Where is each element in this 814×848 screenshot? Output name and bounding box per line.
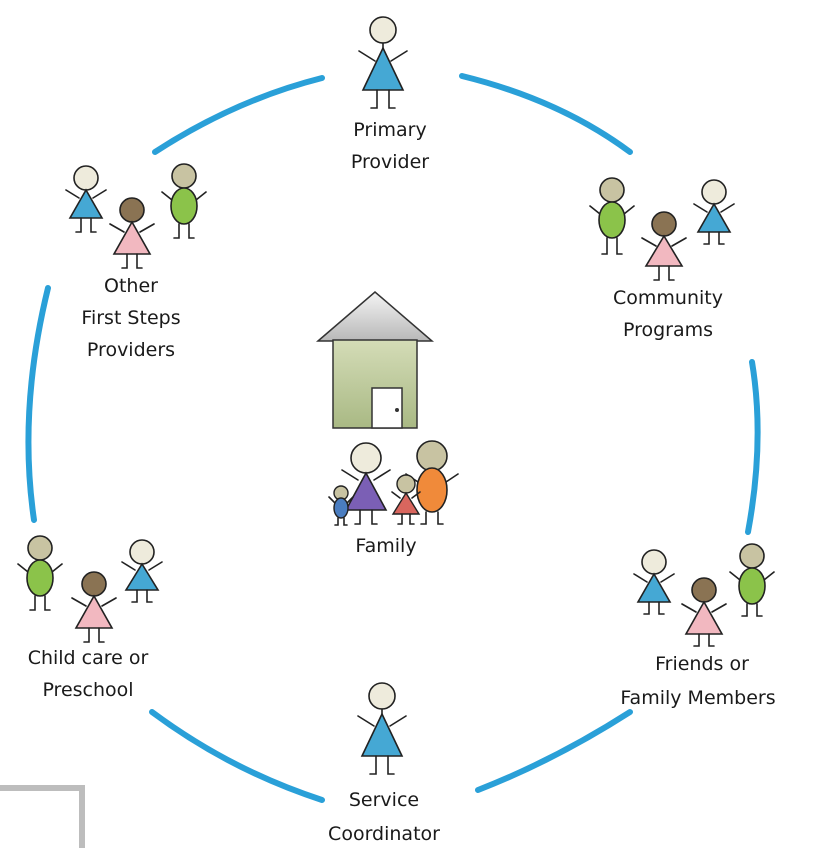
childcare-preschool-node: Child care or Preschool [17,535,163,701]
person-figure-icon [633,549,675,615]
other-providers-label-2: First Steps [81,307,180,329]
childcare-label-1: Child care or [28,647,149,669]
person-figure-icon [17,535,63,611]
community-programs-label-2: Programs [623,319,713,341]
ring-arc-left [25,285,51,523]
person-figure-icon [121,539,163,603]
ring-arc-bottom-right [475,709,633,793]
friends-family-label-1: Friends or [655,653,749,675]
person-figure-icon [357,682,407,775]
ring-arc-top-right [459,73,633,155]
primary-provider-label-1: Primary [353,119,426,141]
person-figure-icon [358,16,408,109]
childcare-label-2: Preschool [42,679,133,701]
person-figure-icon [71,571,117,643]
friends-family-node: Friends or Family Members [620,543,776,709]
primary-provider-label-2: Provider [351,151,429,173]
service-coordinator-label-1: Service [349,789,419,811]
other-providers-label-3: Providers [87,339,175,361]
person-figure-icon [328,485,354,526]
ring-arc-top-left [152,75,325,155]
friends-family-label-2: Family Members [620,687,775,709]
service-coordinator-node: Service Coordinator [328,682,440,845]
other-providers-label-1: Other [104,275,158,297]
ring [25,73,761,803]
community-programs-label-1: Community [613,287,723,309]
person-figure-icon [109,197,155,269]
person-figure-icon [589,177,635,255]
person-figure-icon [405,440,459,525]
family-label: Family [355,535,416,557]
community-programs-node: Community Programs [589,177,735,341]
other-providers-node: Other First Steps Providers [65,163,207,361]
person-figure-icon [65,165,107,233]
ring-arc-bottom-left [149,709,325,803]
person-figure-icon [641,211,687,281]
primary-provider-node: Primary Provider [351,16,429,173]
corner-bracket [0,785,85,848]
person-figure-icon [681,577,727,647]
service-coordinator-label-2: Coordinator [328,823,440,845]
house-icon [315,291,435,429]
person-figure-icon [341,442,391,525]
person-figure-icon [729,543,775,617]
ring-arc-right [745,359,761,535]
person-figure-icon [391,474,421,525]
person-figure-icon [161,163,207,239]
person-figure-icon [693,179,735,245]
family-group-icon: Family [328,440,459,557]
